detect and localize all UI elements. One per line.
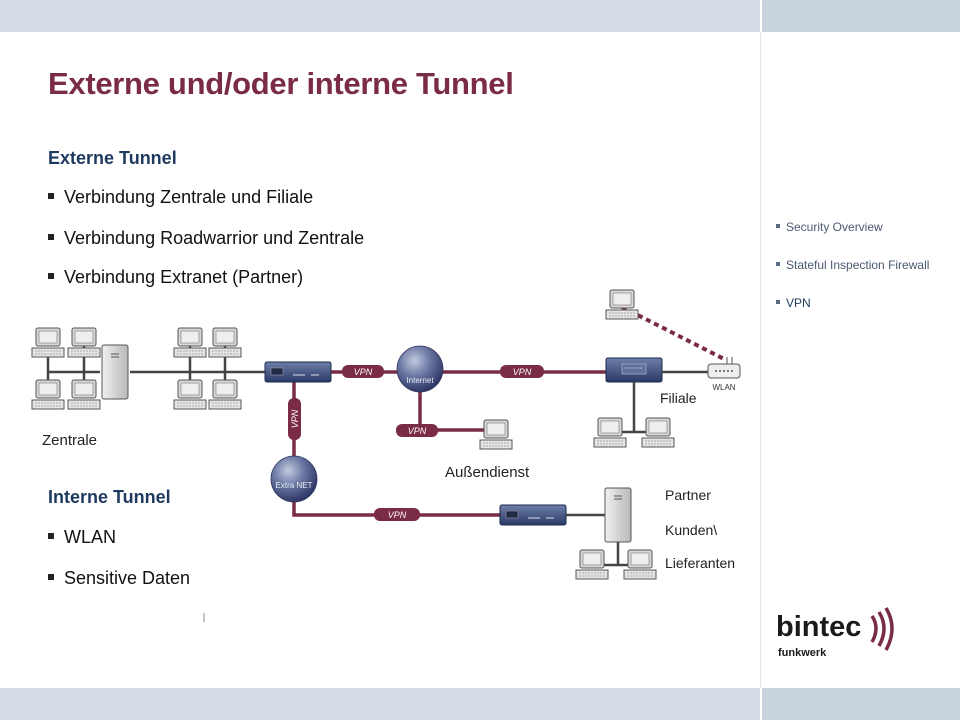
partner-server [604, 487, 632, 543]
wlan-client-pc [605, 289, 639, 320]
vpn-badge-4: VPN [288, 398, 301, 440]
page-title: Externe und/oder interne Tunnel [48, 66, 514, 101]
vpn-badge-1: VPN [342, 365, 384, 378]
vpn-tunnels [292, 305, 727, 517]
zentrale-pc-7 [173, 379, 207, 410]
wlan-label: WLAN [712, 383, 735, 392]
signal-arc-1 [870, 615, 878, 643]
sidebar-item-firewall[interactable]: Stateful Inspection Firewall [776, 258, 929, 272]
external-tunnel-heading: Externe Tunnel [48, 148, 177, 168]
bullet-icon [48, 193, 54, 199]
bullet-icon [776, 300, 780, 304]
sidebar-item-label: VPN [786, 296, 811, 310]
internet-label: Internet [406, 376, 434, 385]
filiale-pc-2 [641, 417, 675, 448]
internal-item-1: WLAN [48, 527, 116, 548]
vpn-badge-3: VPN [396, 424, 438, 437]
footer-band-right [762, 688, 960, 720]
internet-cloud: Internet [396, 345, 444, 393]
partner-router [499, 504, 567, 526]
external-item-3-text: Verbindung Extranet (Partner) [64, 267, 304, 287]
filiale-router [605, 357, 663, 383]
vpn-label: VPN [388, 510, 407, 520]
vpn-label: VPN [354, 367, 373, 377]
wlan-access-point [707, 357, 741, 379]
zentrale-pc-3 [31, 379, 65, 410]
signal-arc-2 [877, 611, 886, 647]
footer-band [0, 688, 760, 720]
zentrale-pc-5 [173, 327, 207, 358]
bullet-icon [48, 533, 54, 539]
internal-tunnel-heading: Interne Tunnel [48, 487, 171, 507]
partner-label: Partner [665, 487, 711, 503]
internal-item-2-text: Sensitive Daten [64, 568, 191, 588]
bullet-icon [776, 224, 780, 228]
logo-brand: bintec [776, 611, 861, 643]
aussendienst-pc [479, 419, 513, 450]
external-item-2-text: Verbindung Roadwarrior und Zentrale [64, 228, 365, 248]
vpn-badge-5: VPN [374, 508, 420, 521]
logo-sub: funkwerk [778, 647, 827, 659]
bullet-icon [48, 574, 54, 580]
vpn-label: VPN [408, 426, 427, 436]
partner-pc-2 [623, 549, 657, 580]
vpn-label: VPN [513, 367, 532, 377]
sidebar-divider [760, 32, 761, 688]
sidebar-item-vpn[interactable]: VPN [776, 296, 811, 310]
sidebar-item-label: Security Overview [786, 220, 883, 234]
extranet-label: Extra NET [276, 481, 313, 490]
header-band-right [762, 0, 960, 32]
zentrale-pc-8 [208, 379, 242, 410]
vpn-badge-2: VPN [500, 365, 544, 378]
extranet-cloud: Extra NET [270, 455, 318, 503]
zentrale-label: Zentrale [42, 432, 97, 449]
lieferanten-label: Lieferanten [665, 555, 735, 571]
partner-pc-1 [575, 549, 609, 580]
vpn-label: VPN [290, 409, 300, 428]
bullet-icon [776, 262, 780, 266]
bintec-logo: bintec funkwerk [776, 607, 894, 659]
zentrale-pc-1 [31, 327, 65, 358]
external-item-1-text: Verbindung Zentrale und Filiale [64, 187, 314, 207]
zentrale-server [101, 344, 129, 400]
external-item-1: Verbindung Zentrale und Filiale [48, 187, 313, 208]
sidebar-item-security-overview[interactable]: Security Overview [776, 220, 883, 234]
zentrale-router [264, 361, 332, 383]
kunden-label: Kunden\ [665, 522, 717, 538]
header-band [0, 0, 760, 32]
zentrale-pc-6 [208, 327, 242, 358]
bullet-icon [48, 234, 54, 240]
network-diagram: Zentrale VPN VPN VPN VPN VPN Internet [31, 289, 741, 622]
zentrale-pc-4 [67, 379, 101, 410]
filiale-label: Filiale [660, 390, 697, 406]
internal-item-1-text: WLAN [64, 527, 117, 547]
external-item-3: Verbindung Extranet (Partner) [48, 267, 303, 288]
signal-arc-3 [884, 607, 894, 651]
internal-item-2: Sensitive Daten [48, 568, 190, 589]
zentrale-pc-2 [67, 327, 101, 358]
sidebar-item-label: Stateful Inspection Firewall [786, 258, 930, 272]
aussendienst-label: Außendienst [445, 464, 530, 481]
bullet-icon [48, 273, 54, 279]
external-item-2: Verbindung Roadwarrior und Zentrale [48, 228, 364, 249]
filiale-pc-1 [593, 417, 627, 448]
